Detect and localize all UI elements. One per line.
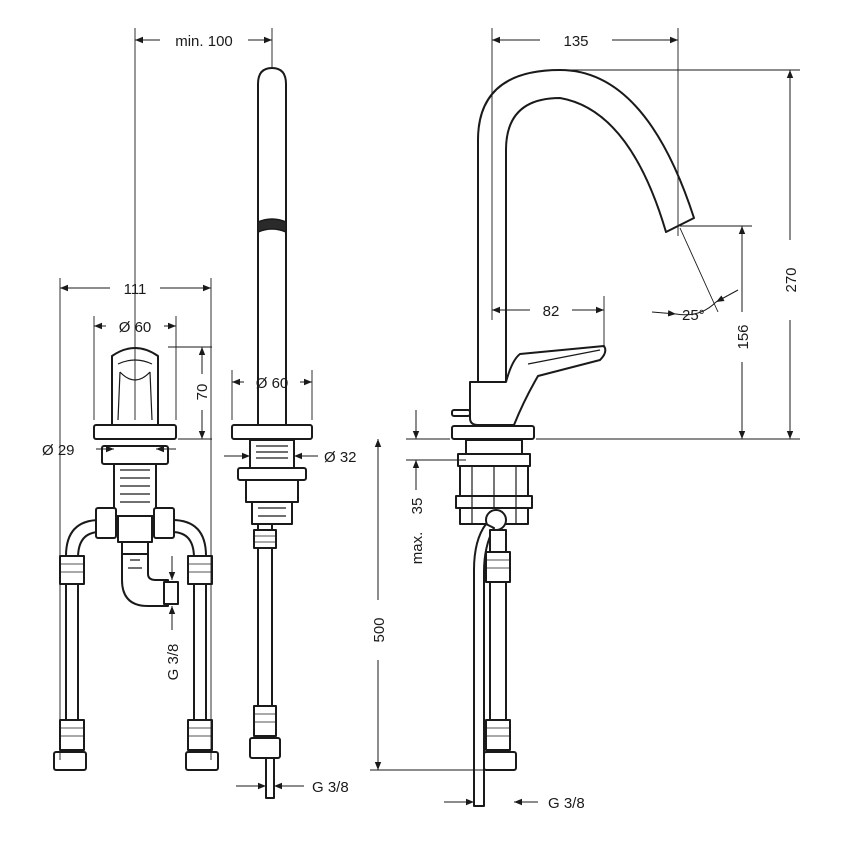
dim-111: 111 <box>124 281 147 298</box>
dim-270: 270 <box>783 267 800 292</box>
left-hose <box>53 519 101 771</box>
dim-dia-29: Ø 29 <box>42 442 75 459</box>
dim-dia-60-left: Ø 60 <box>119 319 152 336</box>
spout-base-plate <box>231 424 313 440</box>
mixer-shank <box>95 445 175 555</box>
dim-25-deg: 25° <box>682 307 705 324</box>
dim-max: max. <box>409 532 426 565</box>
spout-shank <box>237 439 307 525</box>
right-hose <box>171 519 219 771</box>
faucet-shank <box>455 439 533 531</box>
faucet-base-plate <box>451 425 535 440</box>
dim-135: 135 <box>563 33 588 50</box>
dim-dia-60-mid: Ø 60 <box>256 375 289 392</box>
dim-70: 70 <box>194 384 211 401</box>
dim-g38-left: G 3/8 <box>165 644 182 681</box>
lever-pin <box>451 409 471 417</box>
spout-tube <box>257 67 287 429</box>
dimension-lines <box>59 28 800 806</box>
spout-hose <box>249 523 281 799</box>
lever-handle <box>469 345 607 426</box>
dim-35: 35 <box>409 498 426 515</box>
aerator-ring <box>257 218 287 234</box>
dim-g38-right: G 3/8 <box>548 795 585 812</box>
dim-min-100: min. 100 <box>175 33 233 50</box>
dimension-labels: min. 100 111 Ø 60 70 Ø 29 G 3/8 Ø 60 Ø 3… <box>42 33 800 812</box>
outlet-elbow <box>121 553 179 607</box>
spout-profile <box>477 69 695 391</box>
dim-g38-mid: G 3/8 <box>312 779 349 796</box>
mixer-body-view <box>53 347 219 771</box>
faucet-supply-hoses <box>473 523 517 807</box>
dim-82: 82 <box>543 303 560 320</box>
spout-side-view <box>231 67 313 799</box>
dim-156: 156 <box>735 324 752 349</box>
faucet-side-view <box>451 69 695 807</box>
escutcheon-plate <box>93 424 177 440</box>
dim-dia-32: Ø 32 <box>324 449 357 466</box>
dim-500: 500 <box>371 617 388 642</box>
